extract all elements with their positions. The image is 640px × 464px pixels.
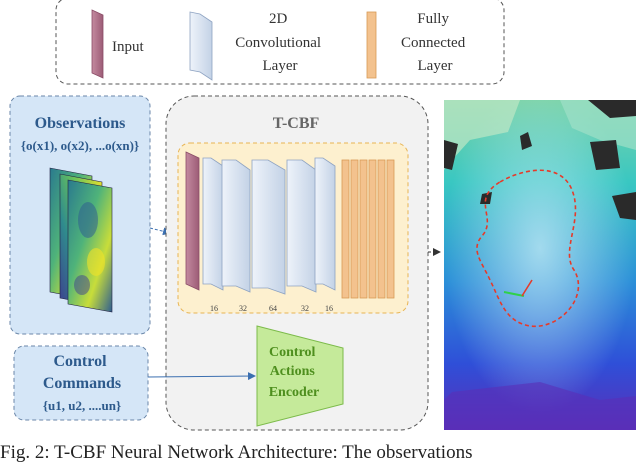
conv-layers [202,157,336,295]
legend-box [55,0,505,85]
observations-formula: {o(x1), o(x2), ...o(xn)} [21,138,139,153]
output-map-image [444,100,636,430]
tcbf-title: T-CBF [273,115,320,132]
conv-channel-label: 32 [239,304,247,313]
control-commands-title: Control Commands [43,353,121,392]
conv-channel-label: 16 [210,304,218,313]
observation-images [49,167,113,313]
legend-input-label: Input [112,39,144,55]
legend-fc-label: Fully Connected Layer [401,11,469,74]
legend-conv-label: 2D Convolutional Layer [235,11,325,74]
conv-channel-label: 16 [325,304,333,313]
legend-input-icon [91,9,104,79]
input-layer [185,151,200,291]
fc-layers [341,159,395,299]
legend-fc-icon [366,11,377,79]
control-actions-encoder [256,325,344,427]
conv-channel-label: 64 [269,304,277,313]
observations-title: Observations [35,115,126,132]
figure-caption: Fig. 2: T-CBF Neural Network Architectur… [0,442,473,463]
legend-conv-icon [189,11,213,81]
control-commands-panel [13,345,149,421]
control-commands-formula: {u1, u2, ....un} [43,398,121,413]
encoder-label: Control Actions Encoder [269,345,320,400]
conv-channel-label: 32 [301,304,309,313]
